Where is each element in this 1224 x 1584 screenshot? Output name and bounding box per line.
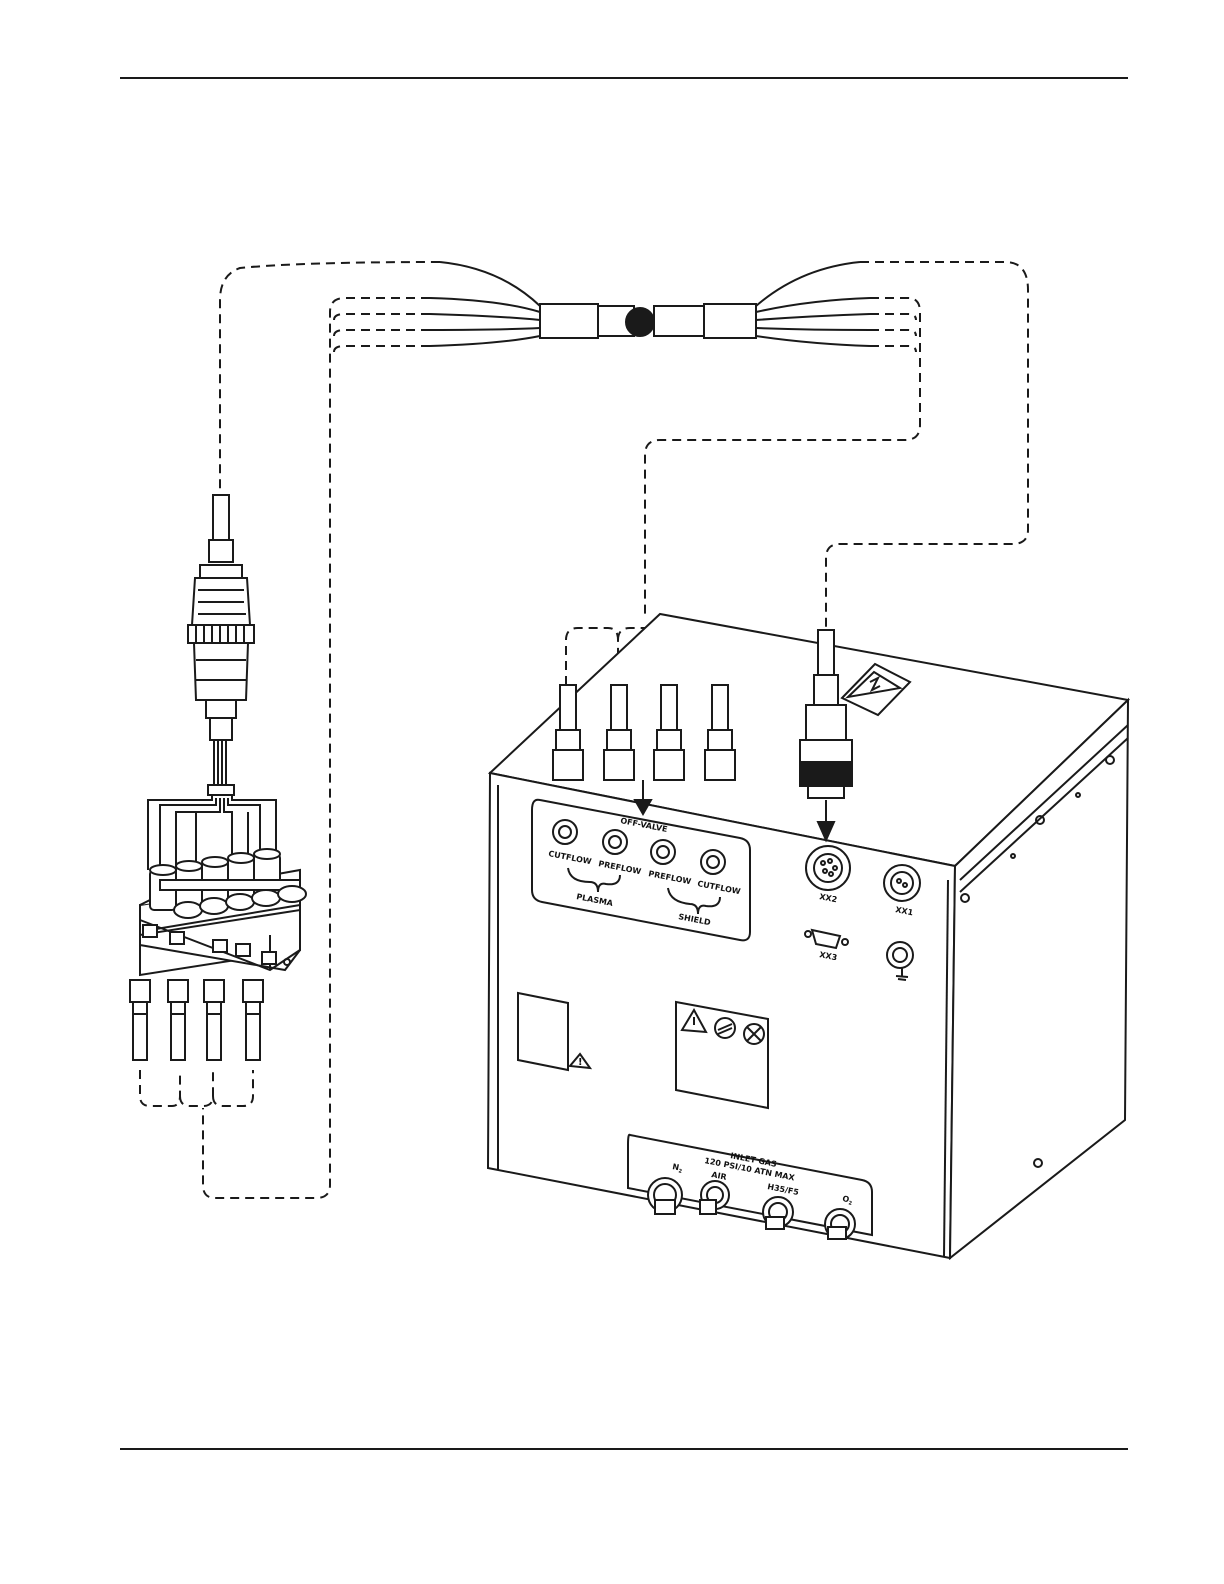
dashed-path-hose-bundle-left: [203, 298, 430, 1198]
dashed-wire-2-right: [870, 314, 916, 320]
dashed-wire-4-right: [870, 346, 916, 352]
dashed-wire-3-right: [870, 330, 916, 336]
xx2-port-icon: [806, 846, 850, 890]
dashed-hose-fan-3: [213, 1070, 253, 1106]
dashed-wire-2-left: [334, 314, 430, 320]
dashed-hose-fan-2: [180, 1070, 213, 1106]
splice-knot-icon: [626, 308, 654, 336]
bottom-hose-fittings: [130, 980, 263, 1060]
dashed-wire-4-left: [334, 346, 430, 352]
dashed-path-xx2-cable: [826, 262, 1028, 628]
circular-connector-assembly: [140, 495, 306, 975]
xx1-port-icon: [884, 865, 920, 901]
dashed-wire-3-left: [334, 330, 430, 336]
cable-splice: [430, 262, 870, 346]
dashed-hose-fan-1: [140, 1070, 180, 1106]
warning-label-plate: [676, 1002, 768, 1108]
blank-label-plate: [518, 993, 568, 1070]
svg-text:!: !: [578, 1057, 583, 1068]
